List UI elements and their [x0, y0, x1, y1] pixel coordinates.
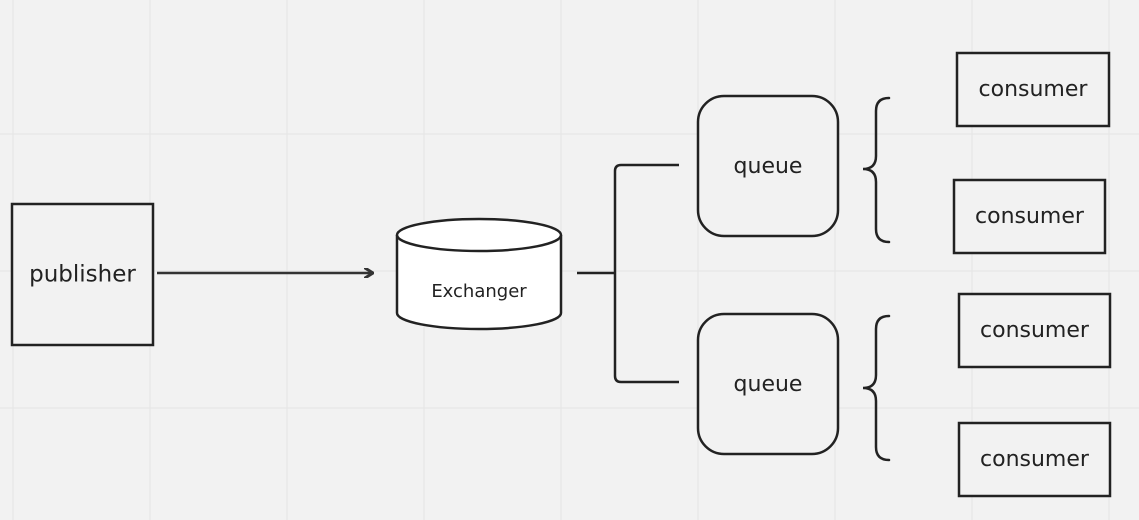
routing-connector — [577, 163, 679, 384]
exchanger-label: Exchanger — [431, 281, 527, 302]
queue-bottom-node[interactable]: queue — [696, 312, 840, 456]
publisher-node[interactable]: publisher — [10, 202, 155, 347]
consumer-node[interactable]: consumer — [957, 292, 1112, 369]
queue-bottom-label: queue — [734, 372, 803, 397]
consumer-node[interactable]: consumer — [952, 178, 1107, 255]
brace-bottom — [862, 314, 891, 462]
consumer-node[interactable]: consumer — [955, 51, 1111, 128]
brace-top — [862, 96, 891, 244]
consumer-label: consumer — [980, 447, 1090, 472]
exchanger-node[interactable]: Exchanger — [395, 217, 563, 331]
publisher-label: publisher — [29, 262, 136, 288]
queue-top-label: queue — [734, 154, 803, 179]
consumer-label: consumer — [975, 204, 1085, 229]
queue-top-node[interactable]: queue — [696, 94, 840, 238]
consumer-label: consumer — [979, 77, 1089, 102]
consumer-node[interactable]: consumer — [957, 421, 1112, 498]
consumer-label: consumer — [980, 318, 1090, 343]
